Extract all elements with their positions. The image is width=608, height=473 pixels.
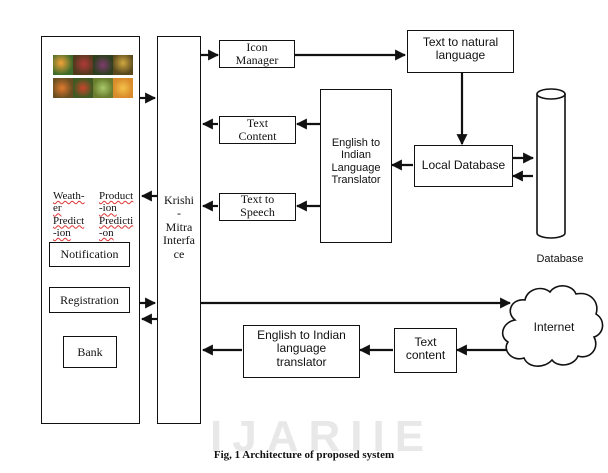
crop-photo-8 bbox=[113, 78, 133, 98]
text-content-label: Text Content bbox=[238, 116, 277, 144]
production-prediction-label: Product -ion Predicti -on bbox=[99, 190, 134, 239]
text-content-lower-box bbox=[394, 328, 457, 373]
bank-label: Bank bbox=[77, 345, 103, 359]
crop-photo-6 bbox=[73, 78, 93, 98]
local-database-box bbox=[414, 145, 513, 187]
crop-photo-4 bbox=[113, 55, 133, 75]
internet-label: Internet bbox=[533, 320, 575, 334]
translator-bottom-label: English to Indian language translator bbox=[257, 328, 346, 369]
translator-bottom-box bbox=[243, 325, 360, 378]
icon-manager-label: Icon Manager bbox=[235, 40, 279, 68]
crop-photo-7 bbox=[93, 78, 113, 98]
translator-middle-box bbox=[320, 89, 392, 243]
text-content-lower-label: Text content bbox=[405, 335, 446, 363]
text-to-natural-language-label: Text to natural language bbox=[422, 35, 499, 63]
krishi-mitra-interface-label: Krishi - Mitra Interfa ce bbox=[163, 193, 195, 261]
registration-label: Registration bbox=[60, 293, 119, 307]
text-to-speech-box bbox=[219, 193, 296, 221]
icon-manager-box bbox=[219, 40, 295, 68]
text-to-natural-language-box bbox=[407, 30, 514, 73]
database-cylinder bbox=[536, 88, 566, 239]
internet-cloud bbox=[501, 285, 604, 367]
watermark: IJARIIE bbox=[210, 412, 435, 461]
text-content-box bbox=[219, 116, 296, 144]
crop-photo-3 bbox=[93, 55, 113, 75]
notification-box[interactable] bbox=[49, 242, 130, 267]
figure-caption: Fig, 1 Architecture of proposed system bbox=[213, 449, 395, 461]
crop-photo-2 bbox=[73, 55, 93, 75]
bank-box[interactable] bbox=[63, 336, 117, 368]
database-label: Database bbox=[536, 253, 584, 265]
translator-middle-label: English to Indian Language Translator bbox=[331, 137, 381, 186]
krishi-mitra-interface-box bbox=[157, 36, 201, 424]
crop-photo-5 bbox=[53, 78, 73, 98]
local-database-label: Local Database bbox=[421, 158, 506, 172]
crop-photo-1 bbox=[53, 55, 73, 75]
text-to-speech-label: Text to Speech bbox=[240, 192, 275, 220]
notification-label: Notification bbox=[60, 247, 119, 261]
registration-box[interactable] bbox=[49, 287, 130, 313]
weather-prediction-label: Weath- er Predict -ion bbox=[53, 190, 85, 239]
